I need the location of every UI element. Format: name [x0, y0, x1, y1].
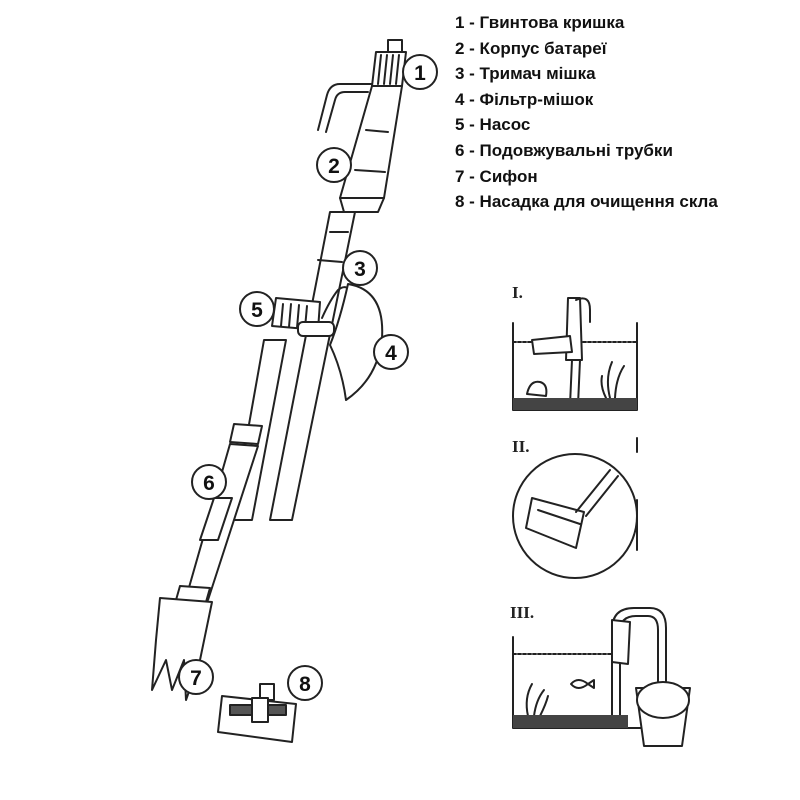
- callout-3-circle: [342, 250, 378, 286]
- callout-1-label: 1: [414, 62, 426, 85]
- glass-nozzle-part: [217, 683, 297, 743]
- device-illustration: [151, 39, 407, 743]
- step-2-label: II.: [512, 437, 530, 456]
- callout-6-label: 6: [203, 472, 215, 495]
- legend-item: 8 - Насадка для очищення скла: [455, 192, 718, 212]
- pump-part: [271, 297, 335, 337]
- siphon-part: [151, 585, 213, 701]
- legend-item: 5 - Насос: [455, 115, 531, 135]
- callout-8-label: 8: [299, 673, 311, 696]
- step-3-label: III.: [510, 603, 535, 622]
- panel-step-2: [512, 437, 638, 579]
- callout-2-circle: [316, 147, 352, 183]
- callout-4-label: 4: [385, 342, 397, 365]
- callouts: [178, 54, 438, 701]
- callout-2-label: 2: [328, 155, 340, 178]
- hook-part: [317, 83, 373, 133]
- callout-6-circle: [191, 464, 227, 500]
- callout-4-circle: [373, 334, 409, 370]
- panel-step-3: [512, 607, 691, 747]
- legend-item: 7 - Сифон: [455, 166, 538, 186]
- legend-item: 1 - Гвинтова кришка: [455, 13, 625, 32]
- battery-body-part: [339, 85, 403, 199]
- callout-5-label: 5: [251, 299, 263, 322]
- upper-tube: [269, 211, 356, 521]
- legend-item: 6 - Подовжувальні трубки: [455, 140, 673, 160]
- callout-8-circle: [287, 665, 323, 701]
- callout-5-circle: [239, 291, 275, 327]
- step-1-label: I.: [512, 283, 523, 302]
- callout-7-label: 7: [190, 667, 202, 690]
- screw-cap-part: [371, 39, 407, 87]
- callout-7-circle: [178, 659, 214, 695]
- legend-item: 4 - Фільтр-мішок: [455, 89, 594, 109]
- legend-item: 2 - Корпус батареї: [455, 38, 607, 58]
- callout-1-circle: [402, 54, 438, 90]
- callout-3-label: 3: [354, 258, 366, 281]
- legend-item: 3 - Тримач мішка: [455, 64, 596, 84]
- panel-step-1: [512, 297, 638, 411]
- filter-bag-part: [329, 283, 384, 401]
- parts-legend: 1 - Гвинтова кришка 2 - Корпус батареї 3…: [455, 10, 718, 215]
